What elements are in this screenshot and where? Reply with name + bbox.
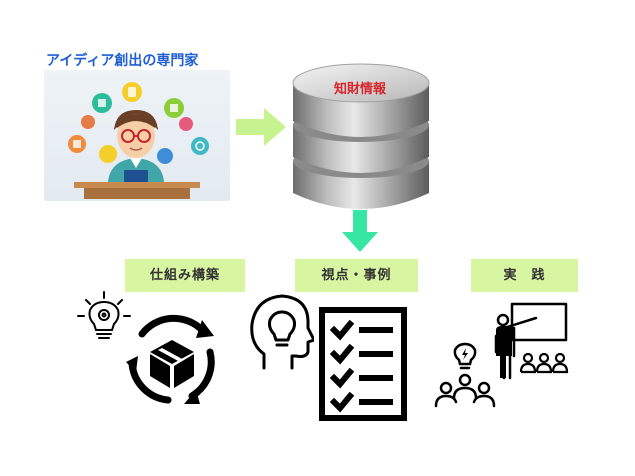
head-lightbulb-icon xyxy=(250,294,314,370)
lightbulb-group-icon xyxy=(434,342,496,408)
gear-lightbulb-icon xyxy=(77,291,131,339)
down-arrow xyxy=(342,210,378,252)
output-tag-system-building: 仕組み構築 xyxy=(125,259,245,292)
expert-illustration xyxy=(44,70,230,201)
expert-title: アイディア創出の専門家 xyxy=(46,53,199,69)
output-tag-practice: 実 践 xyxy=(471,259,578,292)
cycle-box-icon xyxy=(126,314,215,404)
output-tag-viewpoints-examples: 視点・事例 xyxy=(295,259,418,292)
right-arrow xyxy=(236,108,286,146)
presentation-audience-icon xyxy=(494,302,569,380)
database-label: 知財情報 xyxy=(333,82,386,97)
database-cylinder xyxy=(292,63,430,209)
checklist-icon xyxy=(319,307,407,421)
expert-with-idea-icons xyxy=(68,82,209,199)
